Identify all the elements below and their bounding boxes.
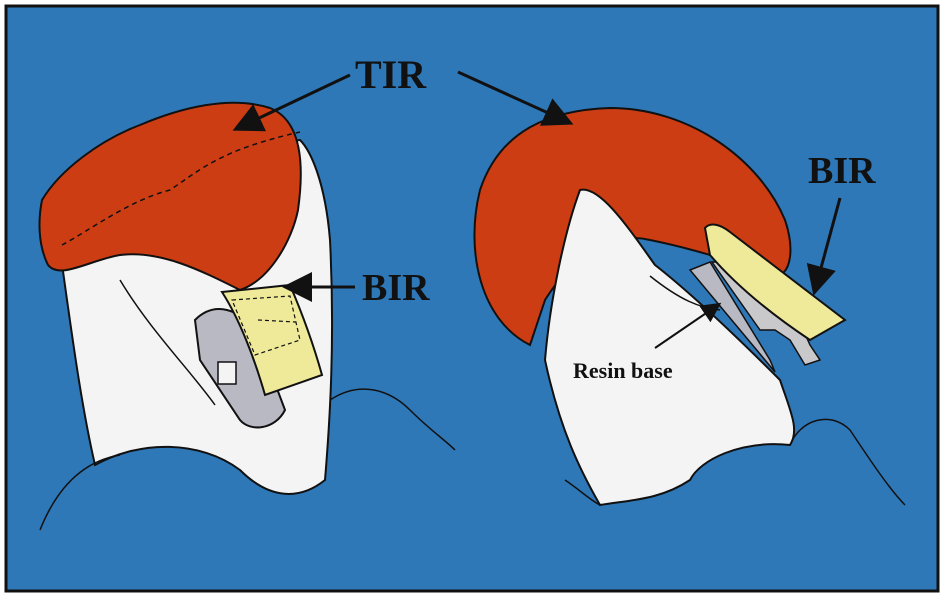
left-bir-pad [220,283,324,397]
label-bir-right: BIR [808,150,876,192]
tir-arrow-right [457,70,574,126]
left-tir-cap [38,101,302,292]
gum-line [119,279,216,406]
right-adjacent-contour [789,418,906,506]
bir-dashed-detail [231,295,301,356]
tir-arrow-left [232,73,351,132]
right-tooth-figure [473,106,906,507]
dashed-outline [61,131,301,246]
left-gum-contour [39,454,121,531]
left-tooth-figure [38,101,456,531]
right-tir-cap [473,106,792,347]
label-bir-left: BIR [362,267,430,309]
resin-base-arrow [654,302,722,349]
right-gum-contour [564,479,601,506]
label-resin-base: Resin base [573,358,673,383]
right-bir-pad [703,223,847,342]
right-tooth [543,188,796,507]
adjacent-tooth-contour [329,388,456,451]
bir-arrow-right [806,197,842,296]
resin-base-shape [688,261,776,373]
bracket-slot [217,361,237,385]
label-tir: TIR [355,52,427,97]
left-bracket [193,308,287,429]
